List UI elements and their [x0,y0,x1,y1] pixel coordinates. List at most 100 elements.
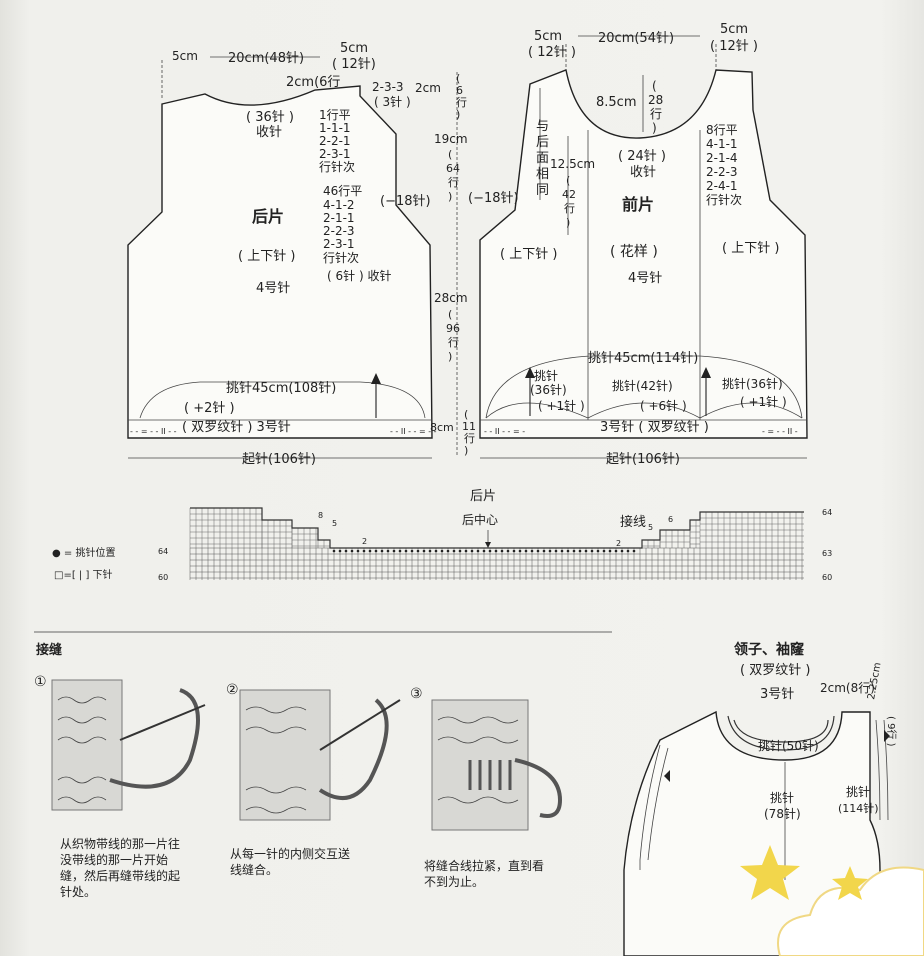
svg-text:行: 行 [650,107,662,121]
front-armhole-rows: 8行平 4-1-1 2-1-4 2-2-3 2-4-1 行针次 [706,123,742,207]
chart-legend-pick: ● = 挑针位置 [52,546,115,559]
seam-step-2: ② 从每一针的内侧交互送 线缝合。 [226,682,401,877]
svg-text:线缝合。: 线缝合。 [230,862,278,877]
svg-text:从每一针的内侧交互送: 从每一针的内侧交互送 [230,846,350,861]
back-pickup: 挑针45cm(108针) [226,381,336,396]
svg-text:相: 相 [536,167,549,182]
back-shoulder-12: ( 12针) [332,57,376,72]
front-stitch-right: ( 上下针 ) [722,241,779,256]
svg-text:后: 后 [536,135,549,150]
svg-text:- = - - II -: - = - - II - [762,427,798,436]
front-pick-right: 挑针(36针) [722,376,783,391]
svg-text:行: 行 [564,202,575,215]
back-neck-rows: 1行平 1-1-1 2-2-1 2-3-1 行针次 [319,108,355,174]
mid-rows11: ( 11 行 ) [462,408,476,457]
collar-needle: 3号针 [760,687,794,702]
svg-text:60: 60 [158,573,168,582]
svg-text:行: 行 [448,176,459,189]
front-plus-left: ( +1针 ) [538,398,585,413]
mid-rows96: ( 96 行 ) [446,308,460,363]
collar-subtitle: ( 双罗纹针 ) [740,663,810,678]
svg-text:42: 42 [562,188,576,201]
svg-text:行针次: 行针次 [706,192,742,207]
front-rows42: ( 42 行 ) [562,174,576,229]
svg-text:(78针): (78针) [764,806,801,821]
svg-text:11: 11 [462,420,476,433]
mid-rows6: ( 6 行 ) [456,72,467,121]
front-stitch-center: ( 花样 ) [610,244,658,260]
svg-text:60: 60 [822,573,832,582]
svg-text:28: 28 [648,93,663,107]
svg-text:): ) [652,121,657,135]
front-pickup-curve [485,355,803,419]
back-up-arrow-head [371,373,381,384]
chart-title: 后片 [470,489,496,504]
mid-rows64: ( 64 行 ) [446,148,460,203]
svg-text:46行平: 46行平 [323,184,362,198]
back-bind-36: ( 36针 ) [246,110,294,125]
decoration [740,845,924,956]
front-cast-on: 起针(106针) [606,452,680,467]
collar-side-cm: 2.25cm [866,662,883,701]
cloud-shape [777,866,924,956]
svg-text:5: 5 [648,523,653,532]
back-needle: 4号针 [256,281,290,296]
svg-text:2: 2 [362,537,367,546]
svg-text:2-2-3: 2-2-3 [323,224,355,238]
back-shoulder-5cm: 5cm [340,41,368,56]
svg-text:): ) [448,350,452,363]
svg-text:6: 6 [456,84,463,97]
svg-text:没带线的那一片开始: 没带线的那一片开始 [60,852,168,867]
collar-depth: 2cm(8行) [820,681,875,695]
front-bind-24: ( 24针 ) [618,149,666,164]
svg-text:2-1-4: 2-1-4 [706,151,738,165]
svg-text:2-2-3: 2-2-3 [706,165,738,179]
collar-outline [623,710,881,956]
front-needle: 4号针 [628,271,662,286]
svg-text:96: 96 [446,322,460,335]
star-large-icon [740,845,800,900]
svg-text:(: ( [448,308,452,321]
back-neck-width: 20cm(48针) [228,51,304,66]
front-left-12: ( 12针 ) [528,45,576,60]
front-same-as-back: 与 后 面 相 同 [536,119,549,198]
svg-text:行针次: 行针次 [323,250,359,265]
collar-section: 领子、袖窿 ( 双罗纹针 ) 3号针 2cm(8行) 2.25cm ( 9行 )… [623,641,898,956]
collar-pick50: 挑针(50针) [758,738,819,753]
chart-step-outline [190,507,804,549]
yarn-2 [318,698,389,800]
svg-text:同: 同 [536,183,549,198]
svg-text:2-1-1: 2-1-1 [323,211,355,225]
needle-2 [319,699,401,751]
svg-text:2-2-1: 2-2-1 [319,134,351,148]
needle-1 [119,704,206,741]
svg-text:1行平: 1行平 [319,108,351,122]
middle-measurements: 2cm ( 6 行 ) 19cm ( 64 行 ) 28cm ( 96 行 ) … [415,72,476,457]
yarn-3 [514,758,563,818]
svg-text:): ) [566,216,570,229]
back-armhole-rows: 46行平 4-1-2 2-1-1 2-2-3 2-3-1 行针次 [323,184,362,265]
yarn-1 [109,688,200,789]
svg-text:2cm: 2cm [415,81,441,95]
svg-text:①: ① [34,674,47,690]
svg-text:行: 行 [464,432,475,445]
star-small-icon [832,866,868,900]
svg-text:行针次: 行针次 [319,159,355,174]
front-right-12: ( 12针 ) [710,39,758,54]
back-armhole-bind: ( 6针 ) 收针 [327,268,391,283]
svg-text:( 3针 ): ( 3针 ) [374,94,411,109]
chart-legend-knit: □=[ | ] 下针 [54,568,113,581]
svg-text:从织物带线的那一片往: 从织物带线的那一片往 [60,836,180,851]
svg-text:- - = - - II - -: - - = - - II - - [130,427,177,436]
front-neck-depth: 8.5cm [596,95,637,110]
svg-text:8: 8 [318,511,323,520]
svg-text:28cm: 28cm [434,291,468,305]
back-neck-depth: 2cm(6行 [286,75,340,90]
seam-section: 接缝 ① 从织物带线的那一片往 没带线的那一片开始 缝，然后再缝带线的起 针处。… [34,642,563,899]
svg-text:面: 面 [536,151,549,166]
svg-text:2-4-1: 2-4-1 [706,179,738,193]
svg-text:8cm: 8cm [430,421,454,434]
svg-text:(36针): (36针) [530,382,567,397]
